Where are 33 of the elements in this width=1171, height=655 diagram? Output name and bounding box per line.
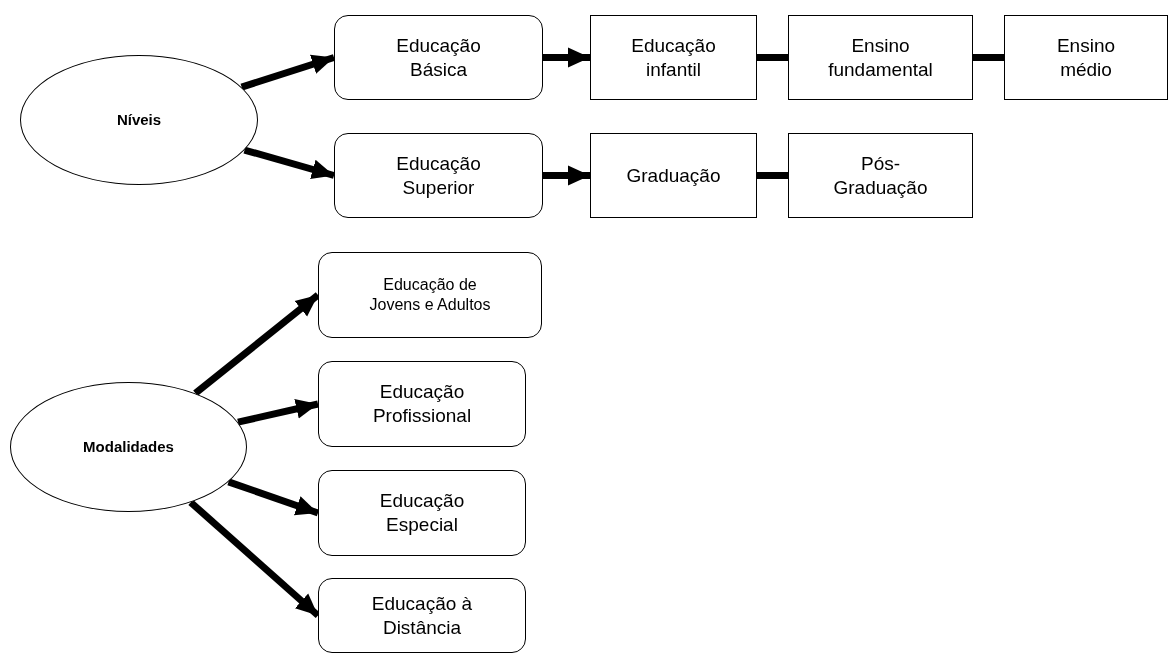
node-label: Educação Profissional bbox=[371, 380, 473, 428]
process-box bbox=[788, 133, 973, 218]
node-label: Graduação bbox=[626, 163, 721, 188]
node-label: Pós- Graduação bbox=[832, 151, 929, 200]
connector-line bbox=[973, 54, 1004, 61]
arrow bbox=[227, 478, 320, 517]
node-label: Educação Especial bbox=[378, 489, 466, 537]
process-box bbox=[318, 361, 526, 447]
connector-line bbox=[757, 172, 788, 179]
arrow bbox=[237, 399, 319, 426]
process-box bbox=[590, 133, 757, 218]
node-label: Ensino fundamental bbox=[827, 33, 934, 82]
arrow bbox=[543, 165, 590, 186]
arrow bbox=[240, 54, 336, 91]
node-label: Educação à Distância bbox=[370, 591, 474, 640]
node-label: Ensino médio bbox=[1055, 33, 1117, 82]
node-label: Educação Básica bbox=[395, 33, 482, 82]
node-label: Educação infantil bbox=[630, 33, 717, 82]
process-box bbox=[318, 470, 526, 556]
process-box bbox=[334, 133, 543, 218]
process-box bbox=[788, 15, 973, 100]
node-label: Educação de Jovens e Adultos bbox=[368, 275, 492, 315]
node-label: Modalidades bbox=[83, 437, 174, 457]
process-box bbox=[1004, 15, 1168, 100]
process-box bbox=[318, 252, 542, 338]
process-box bbox=[590, 15, 757, 100]
node-label: Níveis bbox=[116, 110, 162, 130]
connector-line bbox=[757, 54, 788, 61]
arrow bbox=[543, 47, 590, 68]
process-box bbox=[334, 15, 543, 100]
arrow bbox=[243, 146, 335, 180]
node-label: Educação Superior bbox=[395, 151, 482, 200]
process-box bbox=[318, 578, 526, 653]
